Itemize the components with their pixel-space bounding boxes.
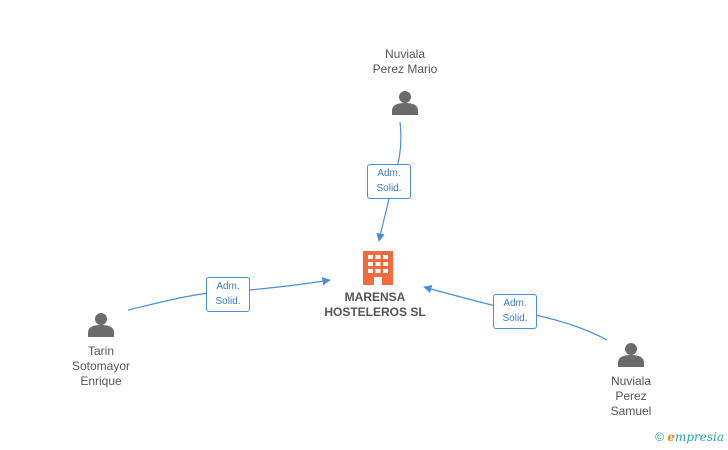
person-label[interactable]: Nuviala Perez Mario: [345, 47, 465, 77]
person-name-line: Samuel: [610, 404, 652, 418]
relation-label-line: Adm.: [503, 298, 527, 309]
company-name-line: MARENSA: [344, 290, 406, 304]
company-name-line: HOSTELEROS SL: [324, 305, 426, 319]
person-name-line: Sotomayor: [71, 359, 131, 373]
relation-label-line: Solid.: [502, 313, 528, 324]
empresia-logo: empresia: [667, 430, 724, 444]
relation-label[interactable]: Adm. Solid.: [367, 164, 411, 199]
relation-label[interactable]: Adm. Solid.: [493, 294, 537, 329]
relation-label-line: Adm.: [377, 168, 401, 179]
building-icon[interactable]: [363, 251, 393, 285]
relation-label[interactable]: Adm. Solid.: [206, 277, 250, 312]
person-label[interactable]: Nuviala Perez Samuel: [586, 374, 676, 419]
relation-label-line: Solid.: [376, 183, 402, 194]
person-label[interactable]: Tarin Sotomayor Enrique: [49, 344, 153, 389]
person-name-line: Nuviala: [384, 47, 426, 61]
person-name-line: Perez Mario: [372, 62, 438, 76]
person-name-line: Tarin: [87, 344, 114, 358]
person-icon[interactable]: [88, 313, 114, 337]
relation-label-line: Adm.: [216, 281, 240, 292]
company-name[interactable]: MARENSA HOSTELEROS SL: [315, 290, 435, 320]
person-name-line: Enrique: [80, 374, 122, 388]
person-name-line: Perez: [615, 389, 647, 403]
person-icon[interactable]: [618, 343, 644, 367]
brand-footer[interactable]: © empresia: [655, 430, 724, 444]
person-name-line: Nuviala: [610, 374, 652, 388]
person-icon[interactable]: [392, 91, 418, 115]
relation-label-line: Solid.: [215, 296, 241, 307]
copyright-symbol: ©: [655, 430, 664, 444]
